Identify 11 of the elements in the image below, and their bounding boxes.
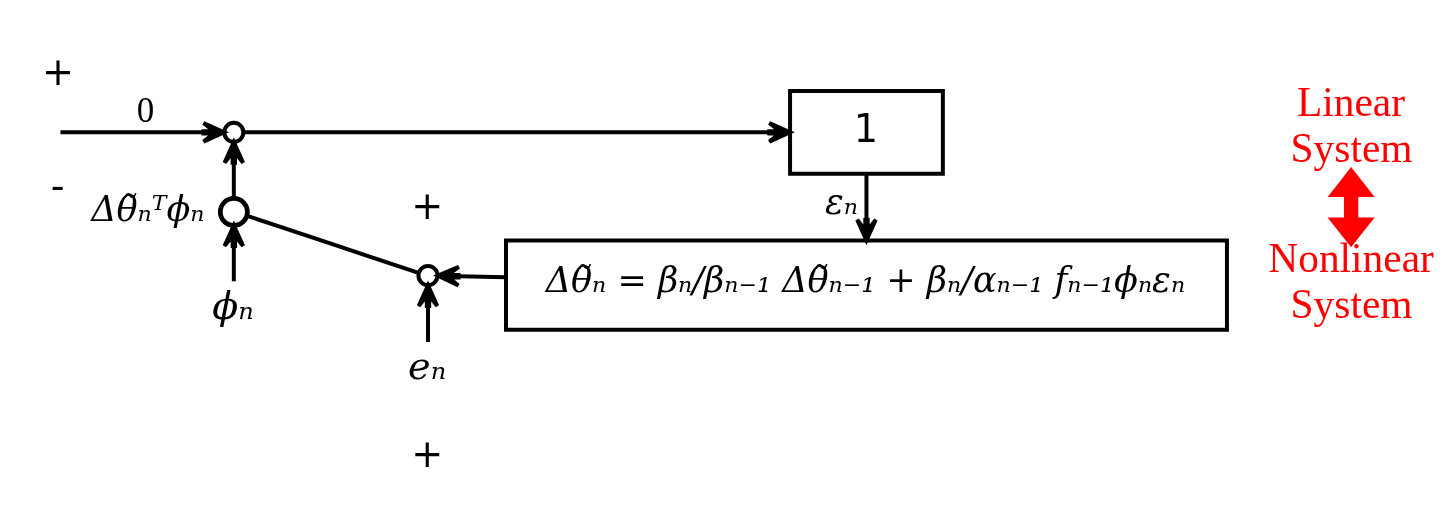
edge-label: εₙ — [825, 181, 859, 222]
edge-label: Δθ̃ₙᵀϕₙ — [91, 188, 205, 229]
node-text: Linear System — [1290, 78, 1413, 171]
node-text: ϕₙ — [212, 283, 254, 328]
label: + — [42, 49, 75, 94]
label: + — [411, 183, 444, 228]
edge-label: 0 — [136, 90, 155, 130]
label: - — [50, 163, 65, 208]
label: + — [411, 431, 444, 476]
node-text: Nonlinear System — [1268, 234, 1434, 327]
node-text: eₙ — [408, 343, 447, 388]
